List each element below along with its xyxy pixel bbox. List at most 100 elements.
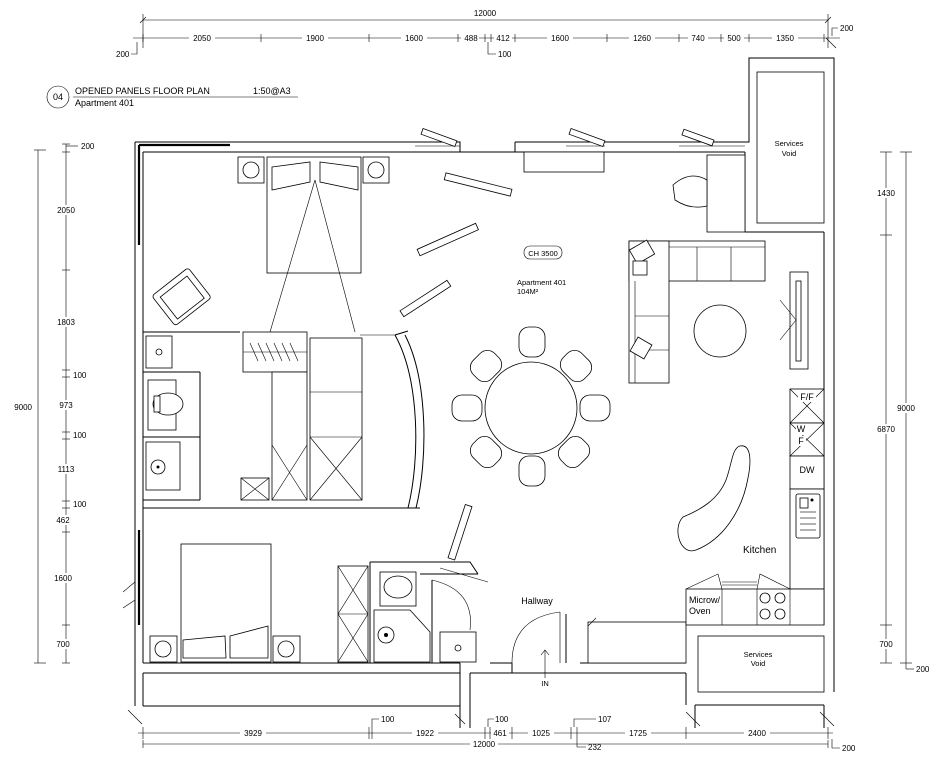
- bottom-dim-5: 1725: [629, 729, 647, 738]
- bottom-small-c: 107: [598, 715, 612, 724]
- services-void-top: Services Void: [756, 71, 825, 224]
- kitchen: F/F W F DW Microw/ Oven: [677, 388, 825, 626]
- services-void-bottom: Services Void: [697, 635, 825, 693]
- sofa: [628, 239, 766, 384]
- title-block: 04 OPENED PANELS FLOOR PLAN 1:50@A3 Apar…: [46, 85, 298, 109]
- drawing-number: 04: [53, 92, 63, 102]
- coffee-table: [693, 304, 747, 358]
- cooktop: [759, 592, 786, 620]
- top-dim-3: 1600: [405, 34, 423, 43]
- pillow-icon: [319, 161, 359, 191]
- bottom-dim-4: 1025: [532, 729, 550, 738]
- kitchen-label: Kitchen: [743, 545, 776, 556]
- left-overall-dim: 9000: [14, 403, 32, 412]
- services-void-top-line1: Services: [775, 139, 804, 148]
- armchair-icon: [152, 268, 211, 326]
- sink-icon: [145, 335, 173, 369]
- bottom-small-a: 100: [381, 715, 395, 724]
- right-dim-2: 6870: [877, 425, 895, 434]
- lamp-icon: [277, 640, 295, 658]
- dishwasher: [789, 455, 825, 490]
- right-dim-3: 700: [879, 640, 893, 649]
- left-dim-8: 462: [56, 516, 70, 525]
- living-dining: CH 3500 Apartment 401 104M²: [399, 128, 809, 487]
- drawing-subtitle: Apartment 401: [75, 98, 134, 108]
- bottom-dim-1: 3929: [244, 729, 262, 738]
- shower-icon: [373, 609, 431, 663]
- bottom-under-dim: 232: [588, 743, 602, 752]
- bottom-right-offset: 200: [842, 744, 856, 753]
- services-void-top-line2: Void: [782, 149, 797, 158]
- bottom-overall-dim: 12000: [473, 740, 496, 749]
- dining-chairs: [451, 326, 611, 487]
- microwave-label-1: Microw/: [689, 595, 720, 605]
- ceiling-height-tag: CH 3500: [528, 249, 558, 258]
- office-chair-icon: [672, 175, 708, 208]
- top-dim-10: 1350: [776, 34, 794, 43]
- left-dim-4: 973: [59, 401, 73, 410]
- top-dimension-chain: 12000 2050 1900 1600 488 412 1600: [116, 9, 854, 59]
- pillow-icon: [229, 625, 269, 659]
- left-dim-5: 100: [73, 431, 87, 440]
- top-dim-7: 1260: [633, 34, 651, 43]
- top-dim-6: 1600: [551, 34, 569, 43]
- top-right-offset: 200: [840, 24, 854, 33]
- bedroom-2: [122, 507, 420, 663]
- left-dim-7: 100: [73, 500, 87, 509]
- left-dim-1: 2050: [57, 206, 75, 215]
- dishwasher-label: DW: [800, 465, 815, 475]
- lamp-icon: [367, 161, 385, 179]
- left-dim-9: 1600: [54, 574, 72, 583]
- microwave-label-2: Oven: [689, 606, 711, 616]
- fridge-label: F/F: [800, 392, 814, 402]
- lamp-icon: [154, 640, 172, 658]
- top-dim-5: 412: [496, 34, 510, 43]
- pillow-icon: [271, 161, 311, 191]
- left-dim-6: 1113: [58, 465, 75, 474]
- pillow-icon: [182, 635, 227, 659]
- right-bottom-offset: 200: [916, 665, 930, 674]
- top-left-offset: 200: [116, 50, 130, 59]
- entry-label: IN: [541, 679, 549, 688]
- hallway: Hallway IN: [511, 596, 687, 688]
- right-overall-dim: 9000: [897, 404, 915, 413]
- bathroom-2: [369, 504, 489, 663]
- bottom-dim-6: 2400: [748, 729, 766, 738]
- curved-island: [677, 445, 751, 552]
- drawing-scale: 1:50@A3: [253, 86, 291, 96]
- freezer-label: F: [798, 436, 804, 446]
- services-void-bottom-line2: Void: [751, 659, 766, 668]
- top-dim-9: 500: [727, 34, 741, 43]
- apartment-name: Apartment 401: [517, 278, 566, 287]
- toilet-icon: [383, 575, 413, 599]
- left-dim-10: 700: [56, 640, 70, 649]
- top-dim-2: 1900: [306, 34, 324, 43]
- toilet-icon: [152, 392, 184, 416]
- top-dim-4: 488: [464, 34, 478, 43]
- sink-icon: [439, 631, 477, 663]
- washer-label: W: [797, 424, 806, 434]
- bedroom-1: [152, 156, 425, 509]
- top-dim-8: 740: [691, 34, 705, 43]
- bottom-dimension-chain: 3929 1922 461 1025 1725 2400 100 100 107…: [138, 715, 856, 753]
- services-void-bottom-line1: Services: [744, 650, 773, 659]
- cushion-icon: [632, 260, 648, 276]
- hallway-label: Hallway: [521, 596, 553, 606]
- top-dim-1: 2050: [193, 34, 211, 43]
- right-dim-1: 1430: [877, 189, 895, 198]
- left-top-offset: 200: [81, 142, 95, 151]
- left-dim-2: 1803: [57, 318, 75, 327]
- left-dim-3: 100: [73, 371, 87, 380]
- left-dimension-chain: 9000 200 2050 1803 100 973 100 1113 100: [14, 142, 95, 664]
- right-dimension-chain: 1430 6870 700 9000 200: [875, 151, 930, 674]
- apartment-area: 104M²: [517, 287, 539, 296]
- top-overall-dim: 12000: [474, 9, 497, 18]
- bottom-dim-2: 1922: [416, 729, 434, 738]
- bottom-dim-3: 461: [493, 729, 507, 738]
- ensuite-1: [143, 331, 240, 501]
- bottom-small-b: 100: [495, 715, 509, 724]
- top-dim-small: 100: [498, 50, 512, 59]
- lamp-icon: [242, 161, 260, 179]
- dining-table: [484, 361, 578, 455]
